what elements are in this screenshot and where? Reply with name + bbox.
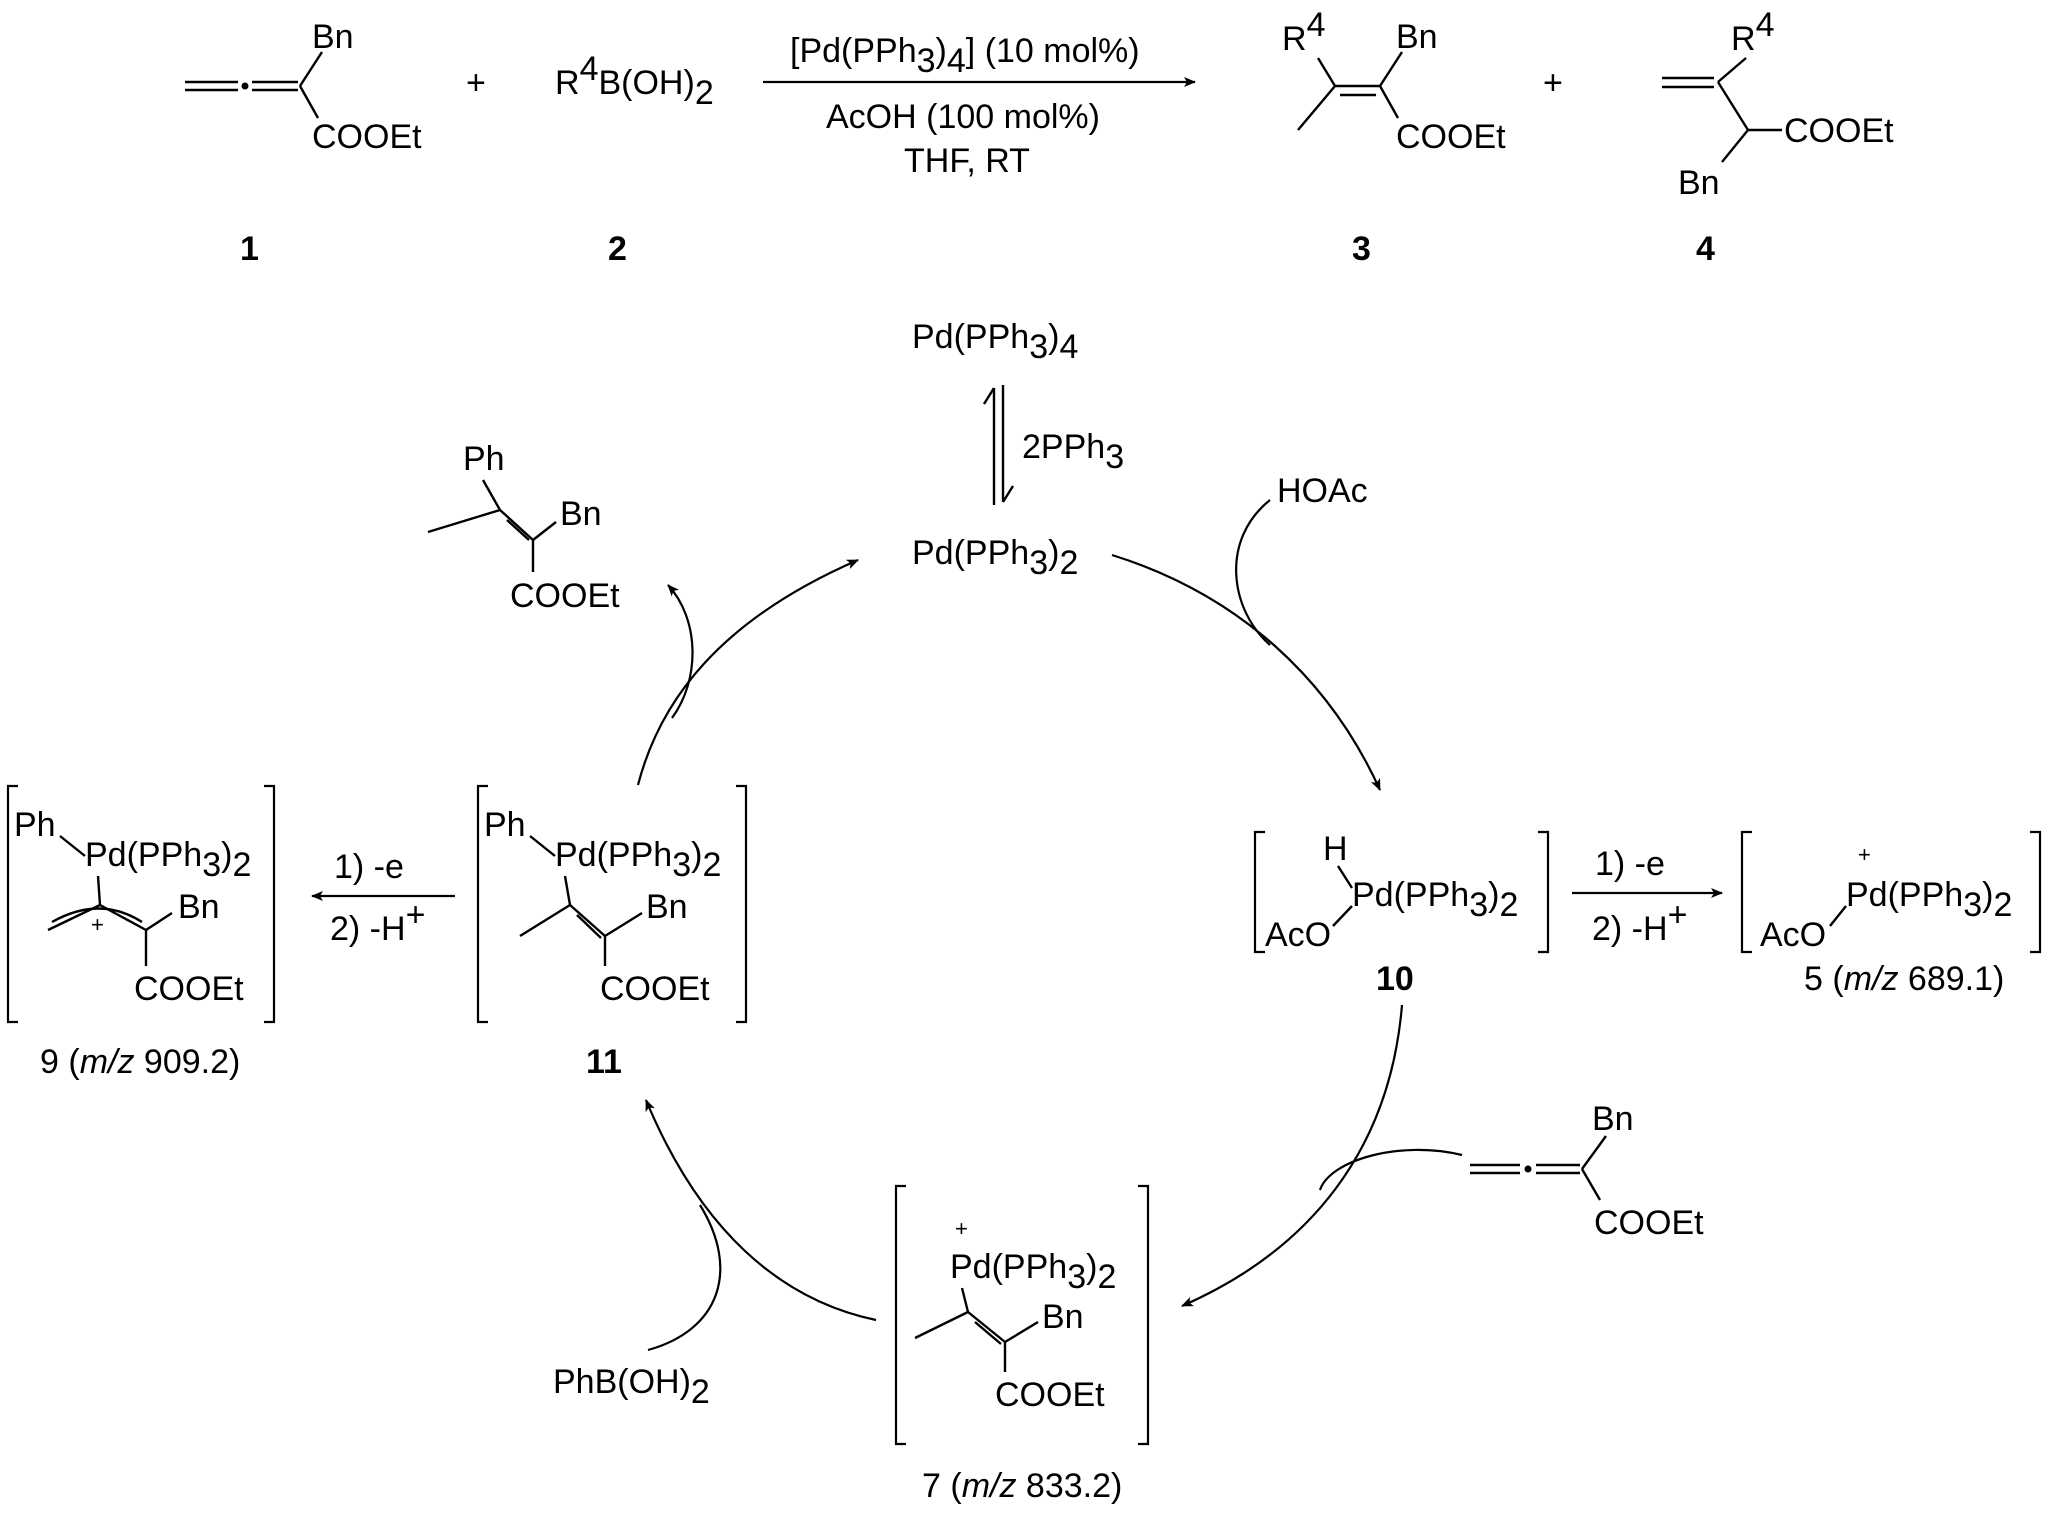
pd-tetrakis-label: Pd(PPh3)4 [912, 318, 1078, 366]
compound-4-number: 4 [1696, 230, 1715, 268]
plus-sign: + [1543, 64, 1563, 102]
boronic-entry-curve [647, 1204, 722, 1352]
allene-reagent-substituent: Bn [1592, 1100, 1634, 1138]
compound-4-ester: COOEt [1784, 112, 1894, 150]
compound-4: R4 COOEt Bn 4 [1662, 6, 1894, 268]
cycle-product-ester: COOEt [510, 577, 620, 615]
compound-1-substituent: Bn [312, 18, 354, 56]
compound-3-number: 3 [1352, 230, 1371, 268]
intermediate-9-pd: Pd(PPh3)2 [85, 836, 251, 884]
cycle-product-aryl: Ph [463, 440, 505, 478]
intermediate-7-ester: COOEt [995, 1376, 1105, 1414]
plus-sign: + [466, 64, 486, 102]
arrow-7-to-11 [644, 1099, 877, 1322]
allene-reagent: Bn COOEt [1470, 1100, 1704, 1242]
ligand-loss-label: 2PPh3 [1022, 428, 1124, 476]
solvent-label: THF, RT [904, 142, 1030, 180]
intermediate-10-pd: Pd(PPh3)2 [1352, 876, 1518, 924]
step-10-to-5-label-1: 1) -e [1595, 845, 1665, 883]
pd-tetrakis: Pd(PPh3)4 [912, 318, 1078, 366]
intermediate-10-number: 10 [1376, 960, 1414, 998]
compound-1-number: 1 [240, 230, 259, 268]
intermediate-7-charge: + [955, 1216, 968, 1241]
intermediate-5-aco: AcO [1760, 916, 1826, 954]
intermediate-11-aryl: Ph [484, 806, 526, 844]
equilibrium-arrows [982, 385, 1015, 505]
compound-2-formula: R4B(OH)2 [555, 50, 714, 112]
acid-label: AcOH (100 mol%) [826, 98, 1100, 136]
intermediate-7-pd: Pd(PPh3)2 [950, 1248, 1116, 1296]
arrow-10-to-7 [1181, 1004, 1404, 1308]
intermediate-9-ester: COOEt [134, 970, 244, 1008]
intermediate-9-aryl: Ph [14, 806, 56, 844]
intermediate-7-substituent: Bn [1042, 1298, 1084, 1336]
compound-4-substituent: Bn [1678, 164, 1720, 202]
intermediate-7-caption: 7 (m/z 833.2) [922, 1467, 1122, 1505]
boronic-reagent-label: PhB(OH)2 [553, 1363, 710, 1411]
compound-3: R4 Bn COOEt 3 [1282, 6, 1506, 268]
intermediate-11-pd: Pd(PPh3)2 [555, 836, 721, 884]
intermediate-11-number: 11 [586, 1043, 622, 1081]
arrow-product-release [667, 584, 694, 719]
intermediate-11: Ph Pd(PPh3)2 Bn COOEt 11 [476, 784, 748, 1081]
compound-4-r-group: R4 [1731, 6, 1774, 58]
compound-1: Bn COOEt 1 [185, 18, 422, 268]
intermediate-9: Ph Pd(PPh3)2 + Bn COOEt 9 (m/z 909.2) [6, 784, 276, 1081]
step-11-to-9-label-1: 1) -e [334, 848, 404, 886]
compound-1-ester: COOEt [312, 118, 422, 156]
arrow-pdbis-to-10 [1111, 553, 1382, 791]
intermediate-5-caption: 5 (m/z 689.1) [1804, 960, 2004, 998]
step-11-to-9-label-2: 2) -H+ [330, 896, 425, 948]
allene-entry-curve [1318, 1148, 1463, 1191]
allene-reagent-ester: COOEt [1594, 1204, 1704, 1242]
compound-3-r-group: R4 [1282, 6, 1325, 58]
intermediate-5: + Pd(PPh3)2 AcO 5 (m/z 689.1) [1740, 830, 2042, 998]
compound-3-substituent: Bn [1396, 18, 1438, 56]
intermediate-11-ester: COOEt [600, 970, 710, 1008]
cycle-product-substituent: Bn [560, 495, 602, 533]
step-10-to-5: 1) -e 2) -H+ [1572, 845, 1723, 948]
intermediate-9-caption: 9 (m/z 909.2) [40, 1043, 240, 1081]
intermediate-10: H Pd(PPh3)2 AcO 10 [1253, 830, 1550, 998]
reaction-conditions: [Pd(PPh3)4] (10 mol%) AcOH (100 mol%) TH… [763, 32, 1196, 180]
intermediate-10-aco: AcO [1265, 916, 1331, 954]
catalyst-label: [Pd(PPh3)4] (10 mol%) [790, 32, 1140, 80]
intermediate-5-charge: + [1858, 842, 1871, 867]
compound-2-number: 2 [608, 230, 627, 268]
cycle-product: Ph Bn COOEt [427, 440, 620, 615]
compound-3-ester: COOEt [1396, 118, 1506, 156]
intermediate-11-substituent: Bn [646, 888, 688, 926]
intermediate-7: + Pd(PPh3)2 Bn COOEt 7 (m/z 833.2) [894, 1184, 1150, 1505]
intermediate-5-pd: Pd(PPh3)2 [1846, 876, 2012, 924]
intermediate-10-h: H [1323, 830, 1348, 868]
intermediate-9-charge: + [91, 912, 104, 937]
arrow-11-to-pdbis [636, 558, 859, 786]
intermediate-9-substituent: Bn [178, 888, 220, 926]
hoac-label: HOAc [1277, 472, 1368, 510]
hoac-entry-curve [1235, 499, 1271, 646]
step-10-to-5-label-2: 2) -H+ [1592, 896, 1687, 948]
pd-bis-label: Pd(PPh3)2 [912, 534, 1078, 582]
compound-2: R4B(OH)2 2 [555, 50, 714, 268]
step-11-to-9: 1) -e 2) -H+ [311, 848, 455, 948]
